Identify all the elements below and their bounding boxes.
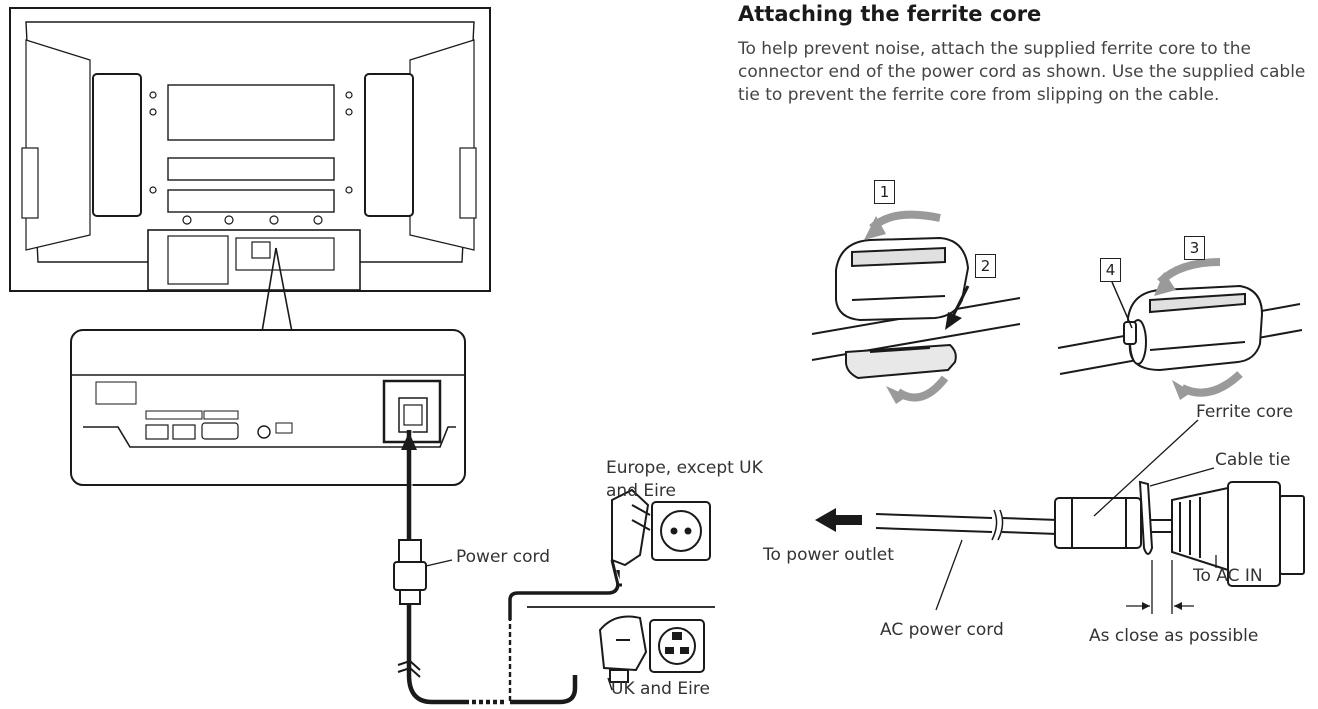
- section-heading: Attaching the ferrite core: [738, 2, 1042, 26]
- label-ferrite-core: Ferrite core: [1196, 402, 1294, 422]
- ferrite-closed-illustration: [1057, 284, 1303, 375]
- label-uk: UK and Eire: [611, 679, 710, 699]
- instructions-paragraph: To help prevent noise, attach the suppli…: [738, 39, 1306, 105]
- ac-in-detail: [70, 329, 466, 486]
- label-cable-tie: Cable tie: [1215, 450, 1291, 470]
- step-1-marker: 1: [874, 180, 895, 204]
- tv-rear-panel: [9, 7, 491, 292]
- step-3-marker: 3: [1184, 236, 1205, 260]
- label-europe-line2: and Eire: [606, 481, 676, 501]
- step-4-marker: 4: [1100, 258, 1121, 282]
- label-power-cord: Power cord: [456, 547, 551, 567]
- euro-plug: [610, 488, 711, 587]
- label-europe: Europe, except UK: [606, 458, 763, 478]
- label-ac-power-cord: AC power cord: [880, 620, 1004, 640]
- ferrite-open-illustration: [811, 236, 1021, 380]
- step-2-marker: 2: [975, 254, 996, 278]
- label-to-power-outlet: To power outlet: [763, 545, 894, 565]
- label-to-ac-in: To AC IN: [1193, 566, 1263, 586]
- label-as-close-as-possible: As close as possible: [1089, 626, 1259, 646]
- uk-plug: [598, 615, 705, 683]
- ferrite-installed-diagram: [875, 480, 1305, 587]
